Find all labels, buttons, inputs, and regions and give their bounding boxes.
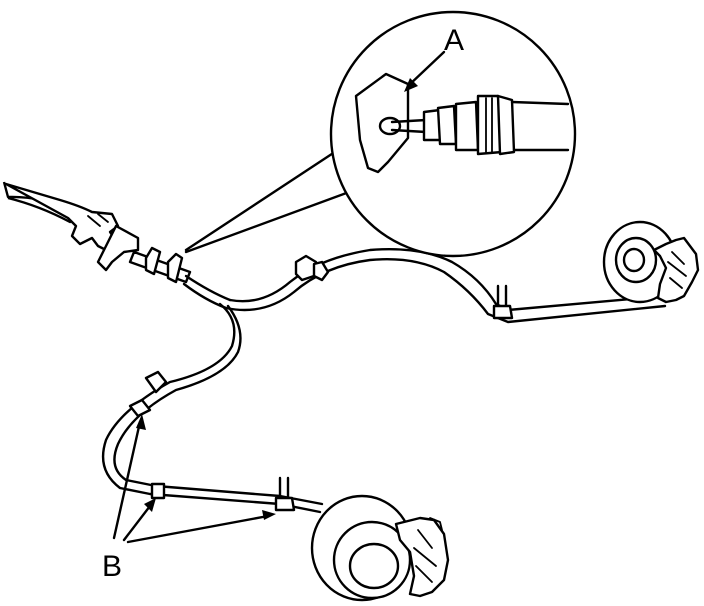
label-b: B bbox=[102, 550, 122, 583]
left-rear-brake bbox=[310, 494, 450, 602]
right-rear-brake bbox=[602, 220, 700, 304]
front-cable bbox=[182, 274, 232, 310]
left-rear-cable bbox=[101, 302, 324, 514]
callout-a-arrow bbox=[404, 50, 446, 92]
cable-equalizer bbox=[128, 246, 192, 284]
detail-callout bbox=[184, 10, 577, 258]
label-a: A bbox=[444, 24, 464, 57]
callout-b-arrows bbox=[112, 414, 276, 544]
right-rear-cable bbox=[224, 248, 667, 324]
brake-lever bbox=[2, 181, 140, 272]
